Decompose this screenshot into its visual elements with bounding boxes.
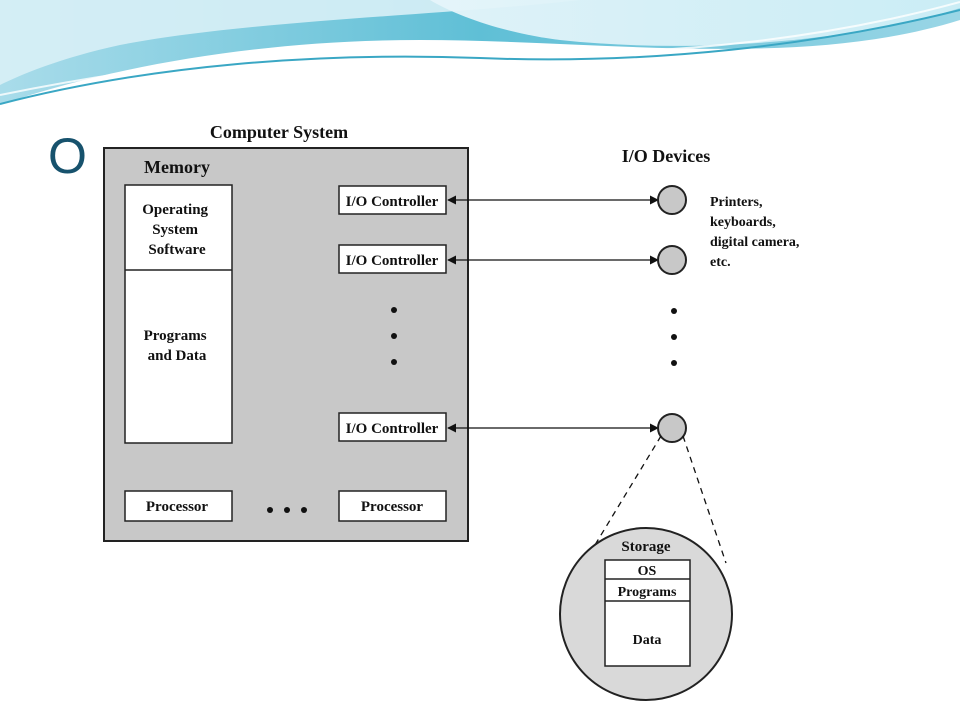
io-devices-title: I/O Devices [622,146,710,166]
storage-data-label: Data [633,633,662,648]
memory-box [124,184,233,444]
io-device-3 [657,413,687,443]
processor-label: Processor [361,499,424,515]
os-software-line-1: Operating [142,202,208,218]
device-desc-line-4: etc. [710,255,731,270]
zoom-line-right [682,435,727,564]
controller-ellipsis [391,307,397,365]
processor-1: Processor [124,490,233,522]
io-controller-1: I/O Controller [338,185,447,215]
io-device-1 [657,185,687,215]
storage-stack [604,559,691,667]
io-controller-2: I/O Controller [338,244,447,274]
io-device-2 [657,245,687,275]
storage-os-label: OS [638,564,657,579]
processor-2: Processor [338,490,447,522]
io-controller-label: I/O Controller [346,194,439,210]
io-controller-3: I/O Controller [338,412,447,442]
device-desc-line-2: keyboards, [710,215,776,230]
memory-title: Memory [144,157,210,177]
os-software-line-2: System [152,222,198,238]
processor-label: Processor [146,499,209,515]
device-ellipsis [671,308,677,366]
slide-title: O [48,128,87,184]
device-desc-line-3: digital camera, [710,235,799,250]
device-desc-line-1: Printers, [710,195,762,210]
computer-system-diagram: Computer System Memory Operating System … [103,122,803,701]
os-software-label: Operating System Software [142,202,212,258]
programs-data-label: Programs and Data [144,328,211,364]
storage-programs-label: Programs [618,585,677,600]
processor-ellipsis [267,507,307,513]
io-controller-label: I/O Controller [346,421,439,437]
os-software-line-3: Software [148,242,206,258]
storage-title: Storage [621,539,670,555]
io-controller-label: I/O Controller [346,253,439,269]
computer-system-title: Computer System [210,122,348,142]
programs-data-line-2: and Data [148,348,207,364]
io-devices-description: Printers, keyboards, digital camera, etc… [710,195,803,270]
programs-data-line-1: Programs [144,328,207,344]
